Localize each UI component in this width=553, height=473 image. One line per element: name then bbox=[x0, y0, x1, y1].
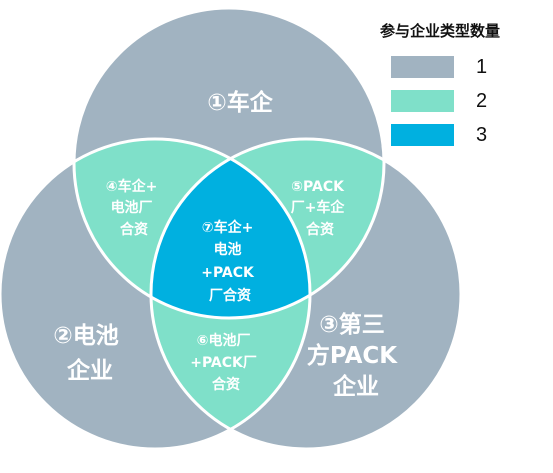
circle-battery-border bbox=[0, 137, 312, 451]
overlap-all bbox=[151, 139, 310, 318]
label-battery-pack: ⑥电池厂 +PACK厂 合资 bbox=[190, 332, 262, 393]
label-car-pack: ⑤PACK 厂+车企 合资 bbox=[291, 179, 350, 238]
label-all: ⑦车企+ 电池 +PACK 厂合资 bbox=[201, 219, 259, 304]
legend-item-3: 3 bbox=[391, 124, 487, 146]
legend-swatch-3 bbox=[391, 124, 454, 146]
label-battery: ②电池 企业 bbox=[53, 323, 127, 384]
label-car: ①车企 bbox=[207, 89, 273, 116]
legend-swatch-2 bbox=[391, 90, 454, 112]
label-third-party: ③第三 方PACK 企业 bbox=[307, 311, 405, 400]
legend-label-3: 3 bbox=[476, 123, 488, 146]
label-car-battery: ④车企+ 电池厂 合资 bbox=[106, 178, 162, 238]
legend-item-1: 1 bbox=[391, 56, 487, 78]
legend-title: 参与企业类型数量 bbox=[380, 22, 501, 40]
legend-swatch-1 bbox=[391, 56, 454, 78]
legend-item-2: 2 bbox=[391, 90, 487, 112]
legend-label-1: 1 bbox=[476, 55, 488, 78]
circle-third-party-border bbox=[149, 137, 463, 451]
legend-label-2: 2 bbox=[476, 89, 488, 112]
